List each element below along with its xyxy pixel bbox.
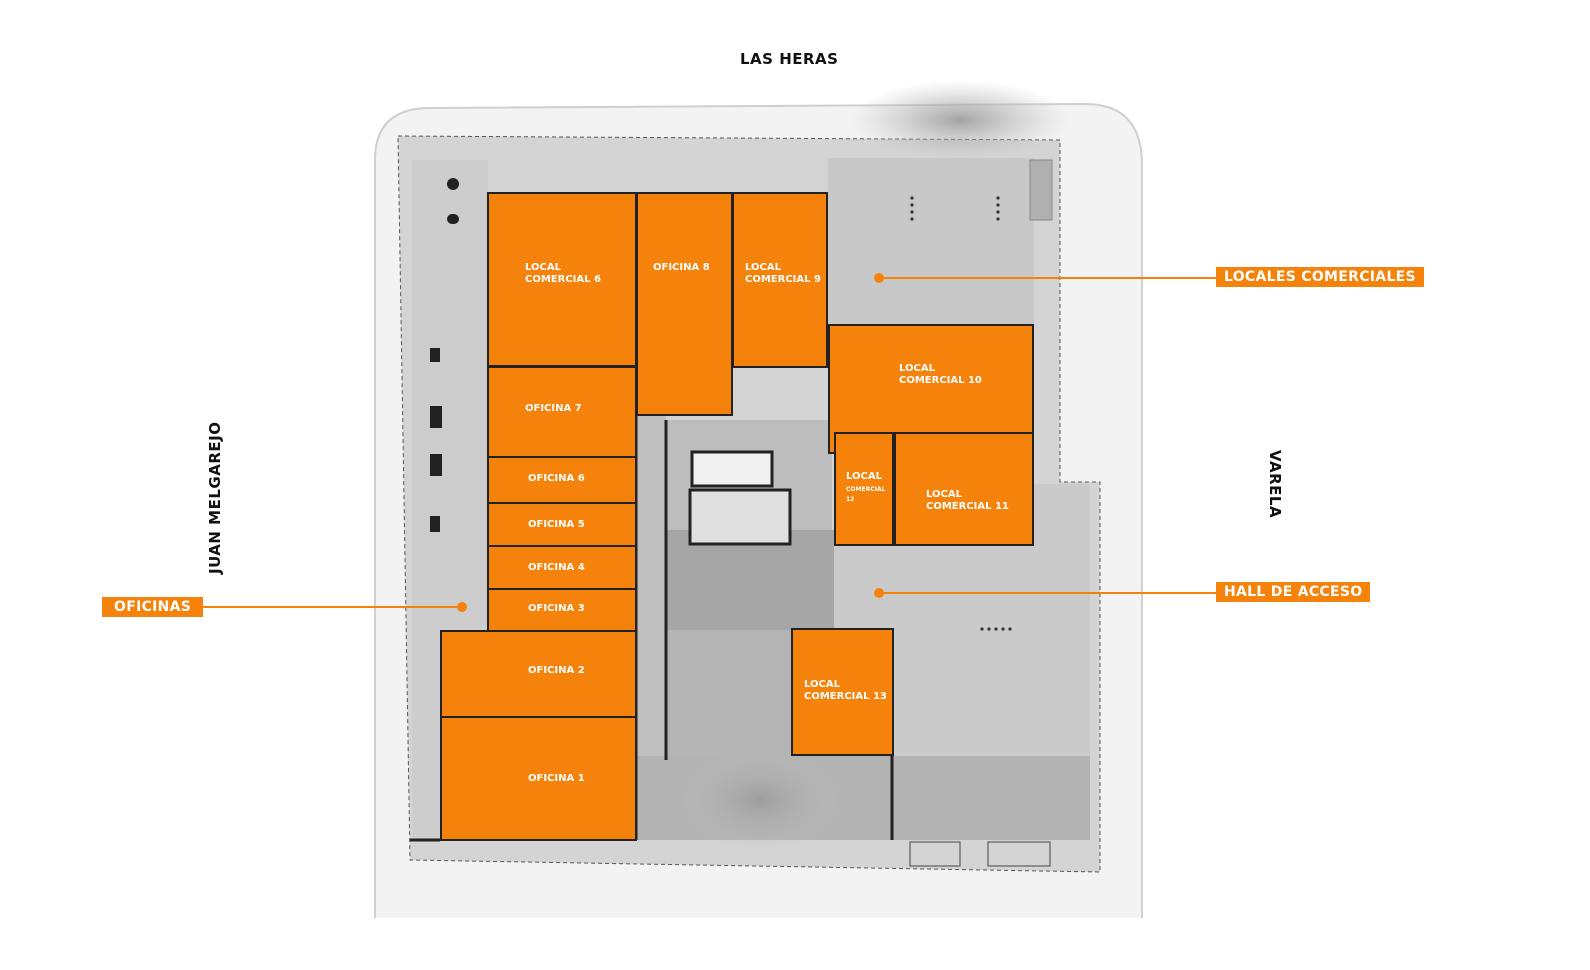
- room-label: LOCAL COMERCIAL 13: [804, 679, 887, 702]
- room-oficina-7[interactable]: OFICINA 7: [487, 366, 637, 458]
- room-label: OFICINA 7: [525, 403, 582, 414]
- stair: [688, 488, 792, 546]
- callout-oficinas[interactable]: OFICINAS: [102, 597, 204, 617]
- column-dots: [910, 196, 1012, 631]
- room-local-comercial-13[interactable]: LOCAL COMERCIAL 13: [791, 628, 894, 756]
- room-oficina-1[interactable]: OFICINA 1: [440, 716, 637, 841]
- south-strip: [600, 756, 1090, 840]
- street-juan-melgarejo: JUAN MELGAREJO: [206, 421, 224, 574]
- planter-ne: [1029, 159, 1053, 221]
- room-label: OFICINA 8: [653, 262, 710, 273]
- oficinas-marker: [457, 602, 467, 612]
- shadow-ne: [850, 80, 1070, 160]
- room-label: LOCAL COMERCIAL 10: [899, 363, 982, 386]
- ne-plaza: [828, 158, 1034, 326]
- shadow-s: [680, 750, 840, 850]
- room-oficina-3[interactable]: OFICINA 3: [487, 588, 637, 632]
- room-label: OFICINA 3: [528, 603, 585, 614]
- callout-locales-comerciales[interactable]: LOCALES COMERCIALES: [1216, 267, 1424, 287]
- room-label-line1: LOCAL: [846, 471, 882, 482]
- room-label: LOCAL COMERCIAL 11: [926, 489, 1009, 512]
- room-oficina-2[interactable]: OFICINA 2: [440, 630, 637, 718]
- room-local-comercial-9[interactable]: LOCAL COMERCIAL 9: [732, 192, 828, 368]
- room-local-comercial-6[interactable]: LOCAL COMERCIAL 6: [487, 192, 637, 367]
- room-label: OFICINA 5: [528, 519, 585, 530]
- room-oficina-8[interactable]: OFICINA 8: [636, 192, 733, 416]
- bench-marks: [430, 178, 459, 532]
- room-label: OFICINA 1: [528, 773, 585, 784]
- room-oficina-4[interactable]: OFICINA 4: [487, 545, 637, 590]
- room-label-line2: COMERCIAL: [846, 486, 886, 493]
- street-varela: VARELA: [1266, 449, 1284, 519]
- room-local-comercial-11[interactable]: LOCAL COMERCIAL 11: [894, 432, 1034, 546]
- room-label: LOCAL COMERCIAL 6: [525, 262, 601, 285]
- lower-core: [666, 630, 792, 756]
- hall-leader-line: [879, 592, 1216, 594]
- oficinas-leader-line: [200, 606, 462, 608]
- room-label: LOCAL COMERCIAL 9: [745, 262, 821, 285]
- room-label: OFICINA 2: [528, 665, 585, 676]
- dark-hall: [666, 530, 834, 630]
- room-label: OFICINA 4: [528, 562, 585, 573]
- room-label-line3: 12: [846, 496, 855, 503]
- room-oficina-6[interactable]: OFICINA 6: [487, 456, 637, 504]
- parking-marks: [909, 841, 1051, 867]
- elevators: [690, 450, 774, 488]
- room-oficina-5[interactable]: OFICINA 5: [487, 502, 637, 547]
- room-label: OFICINA 6: [528, 473, 585, 484]
- room-local-comercial-12[interactable]: LOCAL COMERCIAL 12: [834, 432, 894, 546]
- callout-hall-de-acceso[interactable]: HALL DE ACCESO: [1216, 582, 1371, 602]
- locales-leader-line: [879, 277, 1216, 279]
- street-las-heras: LAS HERAS: [740, 50, 839, 68]
